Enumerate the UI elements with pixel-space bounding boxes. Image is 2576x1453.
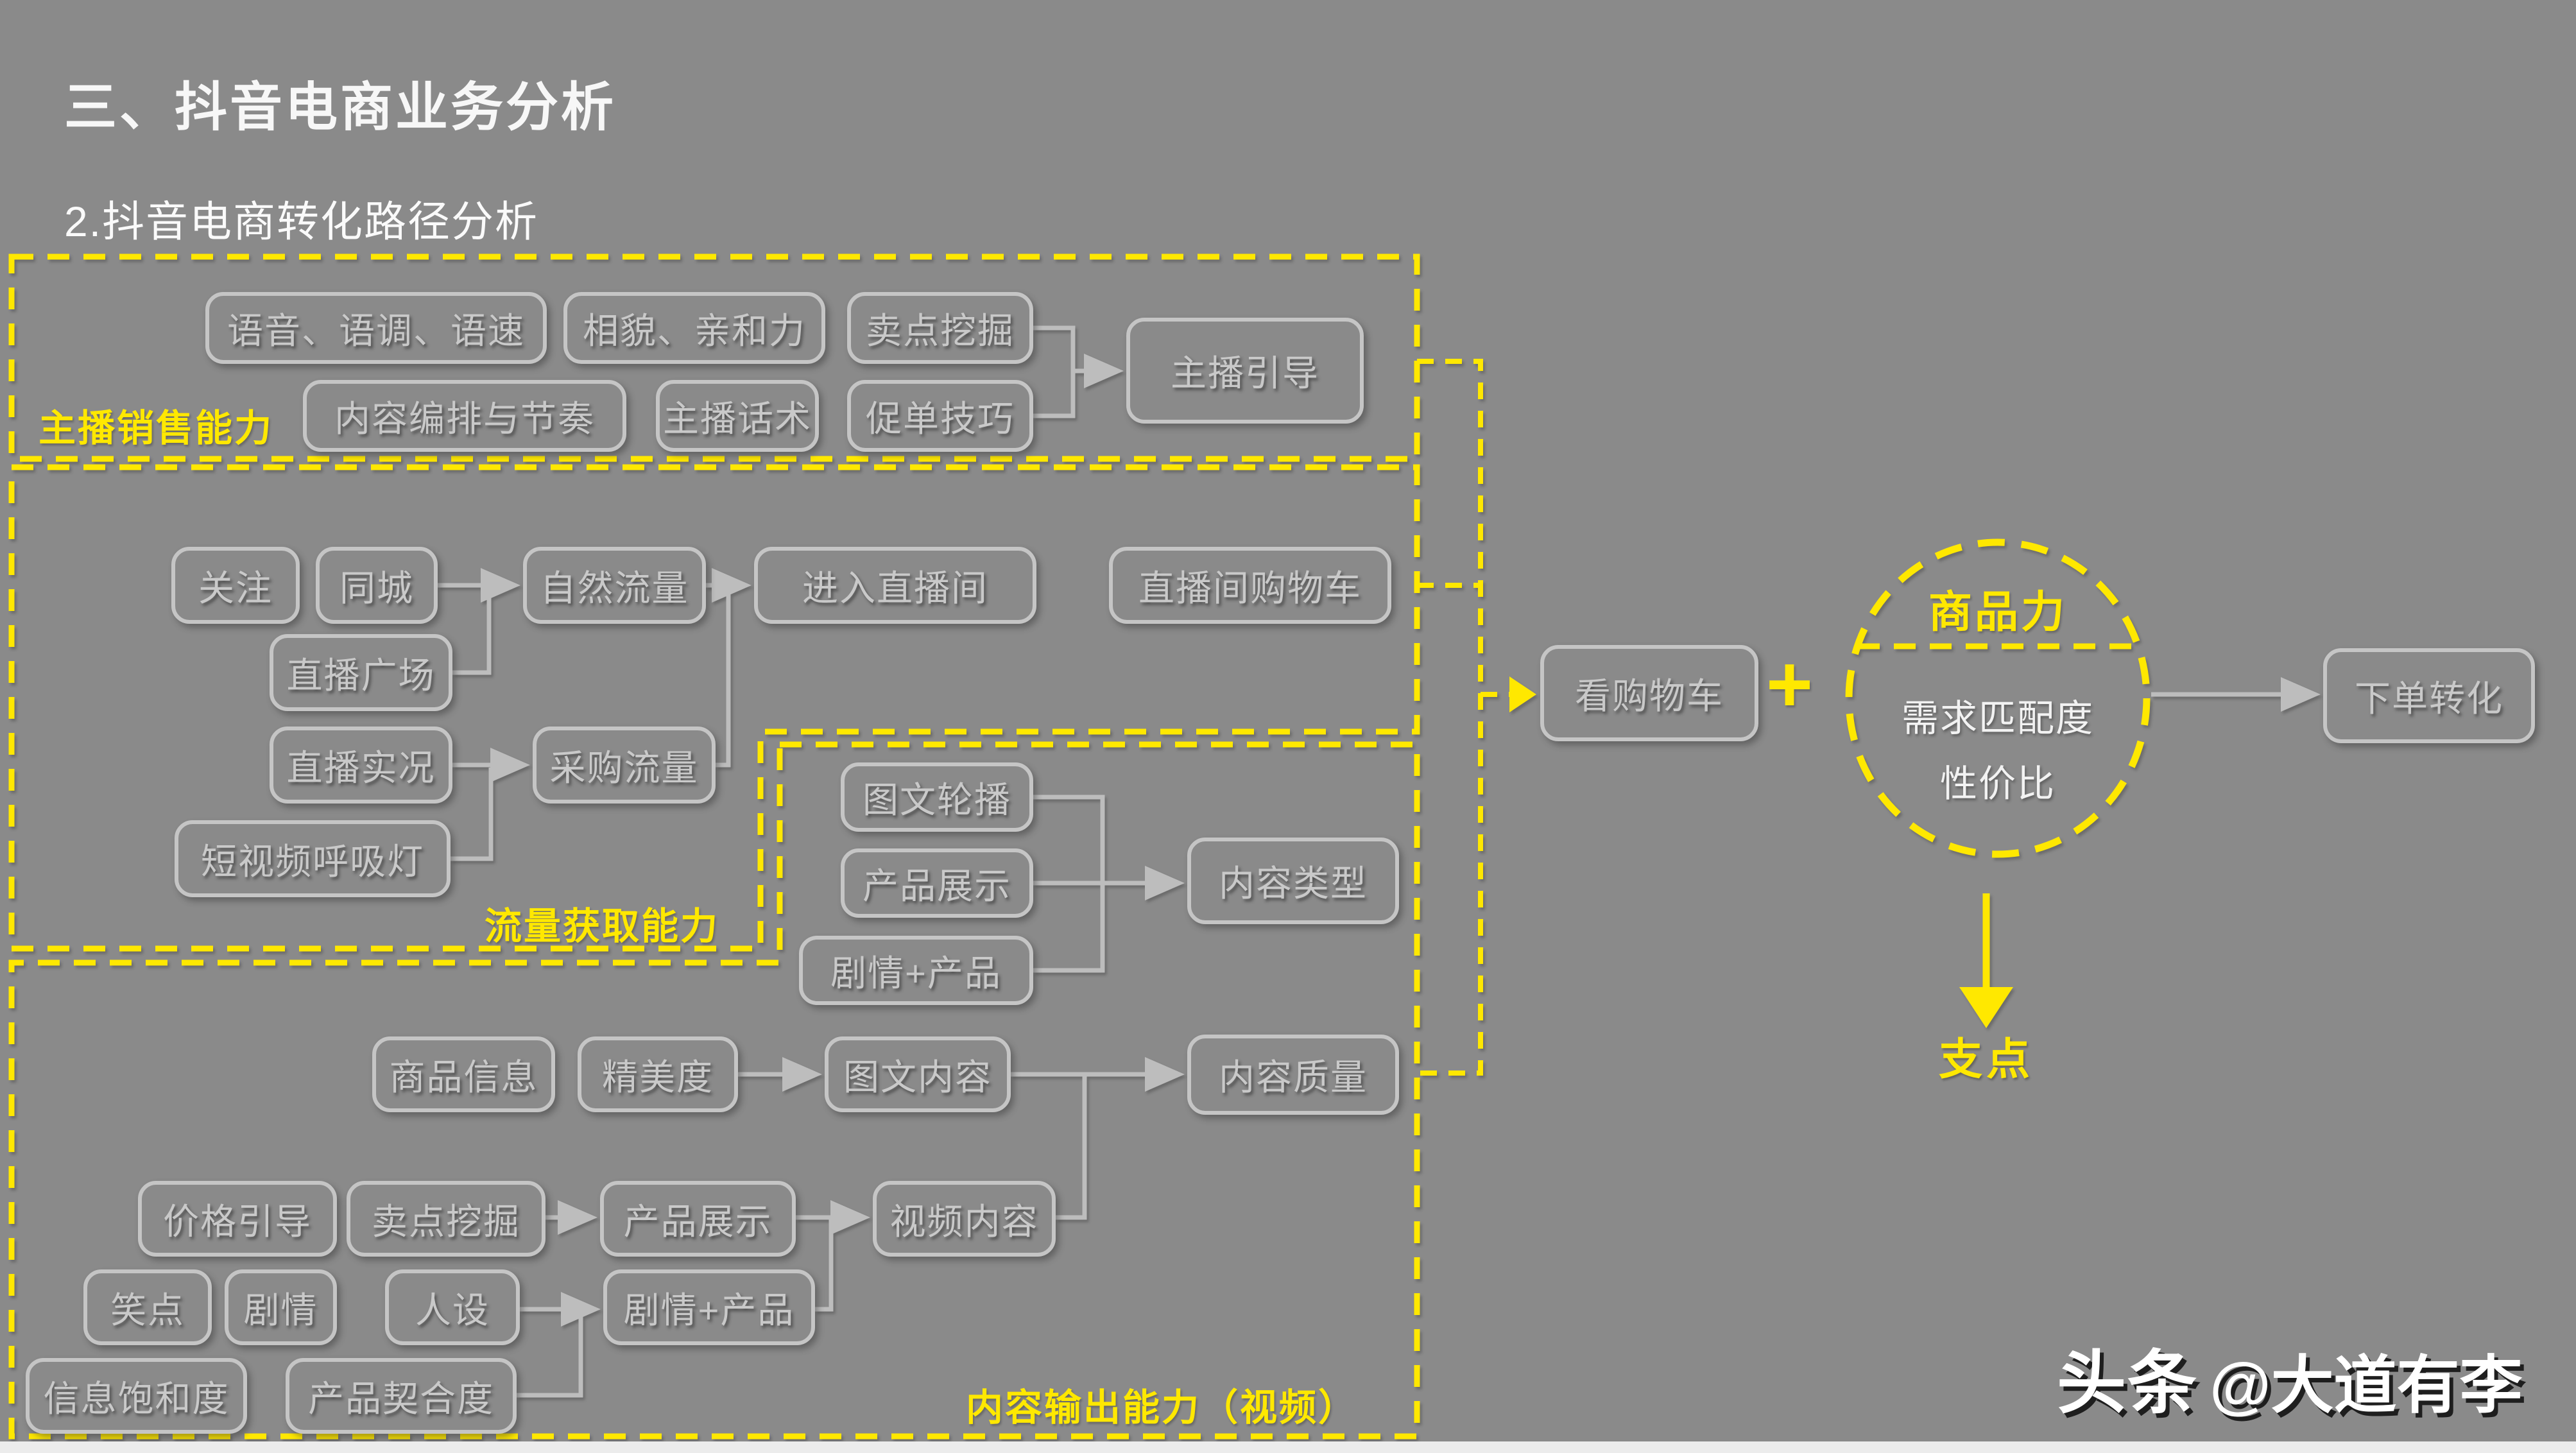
node-order-skill: 促单技巧: [847, 380, 1033, 452]
node-price-guide: 价格引导: [138, 1181, 337, 1257]
merge-arrowhead: [1509, 676, 1536, 712]
elbow-productfit-up: [517, 1312, 583, 1398]
node-product-show-2: 产品展示: [600, 1181, 796, 1257]
node-liveroom-cart: 直播间购物车: [1109, 547, 1391, 624]
bracket-content-type: [1033, 795, 1105, 973]
node-selling-point-1: 卖点挖掘: [847, 292, 1033, 364]
fulcrum-arrowhead: [1959, 987, 2013, 1028]
page-subtitle: 2.抖音电商转化路径分析: [64, 198, 539, 245]
node-product-info: 商品信息: [372, 1036, 555, 1112]
group-traffic-outline: [8, 464, 1420, 952]
elbow-video-content-up: [1056, 1074, 1087, 1220]
node-follow: 关注: [171, 547, 300, 624]
node-info-saturation: 信息饱和度: [26, 1358, 247, 1434]
node-product-fit: 产品契合度: [286, 1358, 517, 1434]
node-drama: 剧情: [225, 1269, 337, 1345]
fulcrum-label: 支点: [1938, 1035, 2034, 1084]
elbow-breathing-light: [451, 768, 494, 861]
group-label-content-output: 内容输出能力（视频）: [966, 1387, 1358, 1429]
node-video-content: 视频内容: [873, 1181, 1056, 1257]
node-anchor-script: 主播话术: [656, 380, 819, 452]
node-anchor-guide: 主播引导: [1126, 318, 1364, 424]
merge-connector: [1417, 359, 1509, 1076]
group-label-anchor-sales: 主播销售能力: [39, 408, 274, 449]
product-power-circle: [1845, 538, 2151, 858]
node-purchase-traffic: 采购流量: [533, 726, 716, 804]
node-selling-point-2: 卖点挖掘: [347, 1181, 545, 1257]
node-order-convert: 下单转化: [2323, 648, 2535, 743]
node-drama-product-1: 剧情+产品: [799, 936, 1033, 1005]
page-title: 三、抖音电商业务分析: [64, 78, 617, 137]
product-power-line1: 需求匹配度: [1901, 698, 2094, 739]
node-same-city: 同城: [316, 547, 438, 624]
node-content-quality: 内容质量: [1187, 1035, 1399, 1115]
node-image-carousel: 图文轮播: [841, 762, 1033, 832]
node-enter-liveroom: 进入直播间: [754, 547, 1036, 624]
node-appearance: 相貌、亲和力: [563, 292, 825, 364]
node-short-video-light: 短视频呼吸灯: [175, 820, 451, 897]
watermark-handle: @大道有李: [2210, 1350, 2523, 1420]
watermark: 头条@大道有李: [2057, 1327, 2523, 1427]
group-anchor-sales-outline: [8, 254, 1420, 462]
elbow-live-plaza: [452, 588, 492, 675]
node-arrangement: 内容编排与节奏: [303, 380, 626, 452]
node-drama-product-2: 剧情+产品: [603, 1269, 815, 1345]
node-content-type: 内容类型: [1187, 838, 1399, 924]
node-natural-traffic: 自然流量: [523, 547, 706, 624]
product-power-title: 商品力: [1928, 588, 2067, 637]
bracket-anchor: [1033, 325, 1076, 418]
node-live-status: 直播实况: [270, 726, 452, 804]
group-content-output-outline: [8, 741, 1420, 1440]
plus-sign: +: [1766, 640, 1813, 729]
node-image-text-content: 图文内容: [825, 1036, 1011, 1112]
node-voice: 语音、语调、语速: [205, 292, 547, 364]
watermark-brand: 头条: [2057, 1344, 2199, 1422]
product-power-line2: 性价比: [1939, 763, 2056, 805]
elbow-dramaproduct2-up: [815, 1217, 834, 1312]
node-joke: 笑点: [83, 1269, 212, 1345]
node-product-show-1: 产品展示: [841, 848, 1033, 918]
bottom-strip: [0, 1441, 2576, 1453]
node-persona: 人设: [385, 1269, 520, 1345]
group-label-traffic: 流量获取能力: [485, 906, 720, 947]
elbow-purchase-traffic: [716, 588, 731, 768]
node-fineness: 精美度: [578, 1036, 738, 1112]
node-view-cart: 看购物车: [1540, 645, 1758, 741]
node-live-plaza: 直播广场: [270, 634, 452, 711]
